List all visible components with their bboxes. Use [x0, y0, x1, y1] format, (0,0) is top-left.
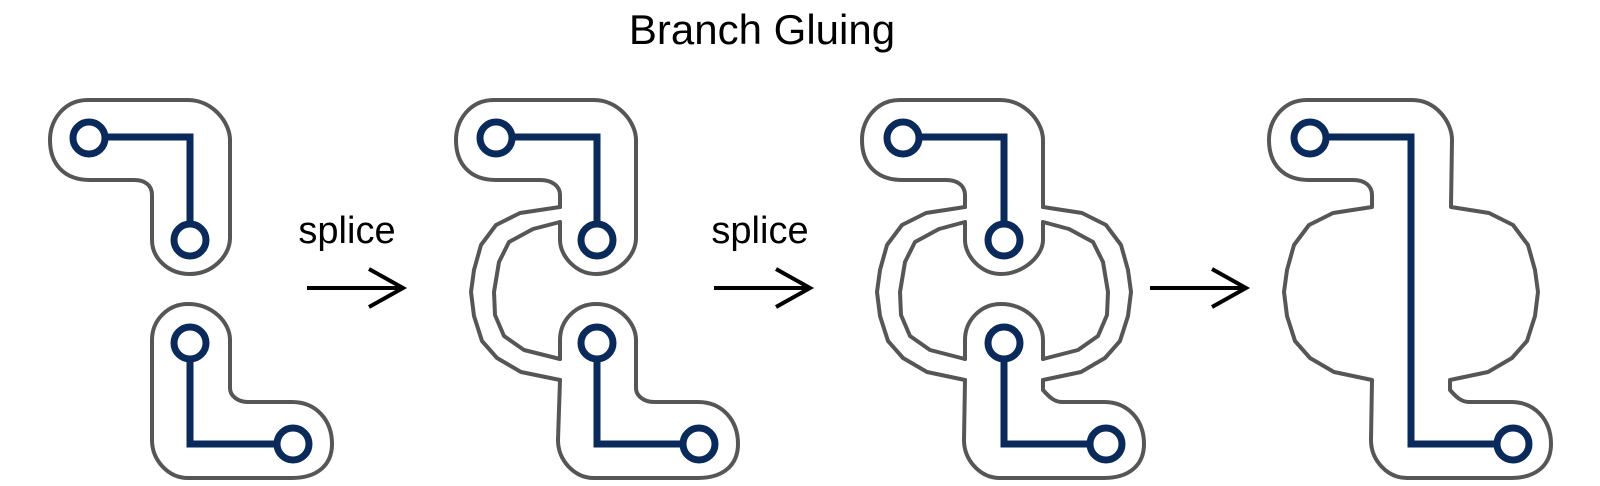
- panel-3-upper-node-a: [883, 118, 923, 158]
- step-3-arrow-icon: [1150, 267, 1251, 309]
- panel-1-lower-outline: [150, 302, 334, 480]
- step-2-arrow-icon: [714, 267, 815, 309]
- panel-1-separate: [48, 98, 334, 480]
- panel-2-upper-outline: [454, 98, 638, 276]
- panel-2-inner-loop: [492, 220, 562, 361]
- panel-3-upper-branch: [904, 133, 1008, 239]
- panel-1-upper-branch: [90, 133, 194, 239]
- panel-3-right-inner-loop: [1041, 220, 1110, 361]
- panel-4-glued-branch: [1311, 133, 1513, 448]
- panel-2-outer-loop: [469, 205, 562, 382]
- panel-1-lower-node-a: [170, 323, 210, 363]
- panel-2-lower-outline: [556, 302, 740, 480]
- panel-1-lower-branch: [186, 343, 293, 448]
- panel-1-upper-node-b: [170, 220, 210, 260]
- panel-4-outline: [1267, 98, 1553, 480]
- step-1-arrow-icon: [307, 267, 408, 309]
- panel-3-left-inner-loop: [898, 220, 967, 361]
- panel-3-lower-node-a: [984, 323, 1024, 363]
- panel-3-upper-node-b: [984, 220, 1024, 260]
- panel-3-lower-node-b: [1086, 424, 1126, 464]
- panel-4-node-b: [1493, 424, 1533, 464]
- panel-4-glued: [1267, 98, 1553, 480]
- diagram-title: Branch Gluing: [629, 6, 895, 53]
- panel-2-upper-branch: [497, 133, 601, 239]
- panel-2-lower-node-b: [679, 424, 719, 464]
- step-2-label: splice: [711, 210, 808, 252]
- panel-2-lower-node-a: [577, 323, 617, 363]
- step-1-label: splice: [298, 210, 395, 252]
- panel-2-upper-node-a: [476, 118, 516, 158]
- panel-4-node-a: [1290, 118, 1330, 158]
- panel-3-right-outer-loop: [1041, 205, 1133, 382]
- step-2: splice: [711, 210, 815, 309]
- panel-3-upper-outline: [860, 98, 1045, 276]
- panel-1-upper-outline: [48, 98, 232, 276]
- step-3: [1150, 267, 1251, 309]
- panel-2-first-splice: [454, 98, 740, 480]
- panel-3-lower-branch: [1000, 343, 1106, 448]
- step-1: splice: [298, 210, 408, 309]
- panel-3-second-splice: [860, 98, 1146, 480]
- panel-2-lower-branch: [593, 343, 699, 448]
- panel-2-upper-node-b: [577, 220, 617, 260]
- panel-1-upper-node-a: [69, 118, 109, 158]
- panel-1-lower-node-b: [273, 424, 313, 464]
- panel-3-lower-outline: [962, 302, 1146, 480]
- panel-3-left-outer-loop: [875, 205, 967, 382]
